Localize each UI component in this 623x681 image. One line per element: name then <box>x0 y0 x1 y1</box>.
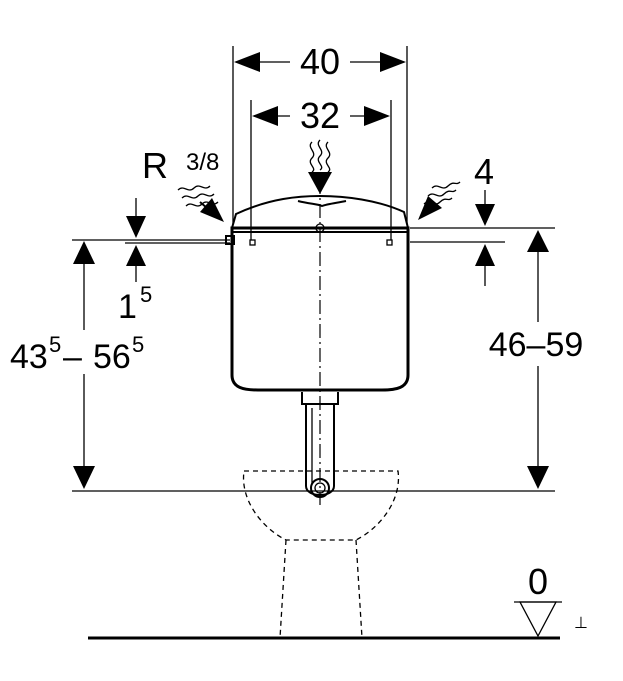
dimension-left-height <box>72 241 320 492</box>
right-height-label: 46–59 <box>489 326 584 364</box>
floor-symbol-label: ⊥ <box>574 615 588 632</box>
lid-offset-label: 4 <box>474 151 494 192</box>
thread-prefix-label: R <box>142 145 168 186</box>
svg-text:–: – <box>63 338 82 376</box>
floor-level-marker-icon <box>514 601 562 638</box>
dimension-width-inner <box>250 100 392 240</box>
svg-text:43: 43 <box>10 338 48 376</box>
width-outer-label: 40 <box>300 41 340 82</box>
left-height-label: 43 5 – 56 5 <box>10 332 144 376</box>
inlet-offset-superscript: 5 <box>140 282 152 307</box>
inlet-offset-label: 1 <box>118 288 137 326</box>
svg-text:56: 56 <box>93 338 131 376</box>
width-inner-label: 32 <box>300 95 340 136</box>
cistern-tank <box>225 194 410 392</box>
dimension-right-height <box>320 230 555 492</box>
floor-level-label: 0 <box>528 561 548 602</box>
water-inlet-left-arrow-icon <box>177 185 224 222</box>
svg-text:5: 5 <box>132 332 144 357</box>
water-inlet-right-arrow-icon <box>418 181 461 220</box>
thread-fraction-label: 3/8 <box>186 149 219 176</box>
svg-text:5: 5 <box>49 332 61 357</box>
flush-button-arrow-icon <box>308 139 332 194</box>
dimension-width-outer <box>232 46 408 224</box>
dimension-inlet-offset <box>72 198 230 282</box>
dimension-lid-offset <box>410 190 555 286</box>
